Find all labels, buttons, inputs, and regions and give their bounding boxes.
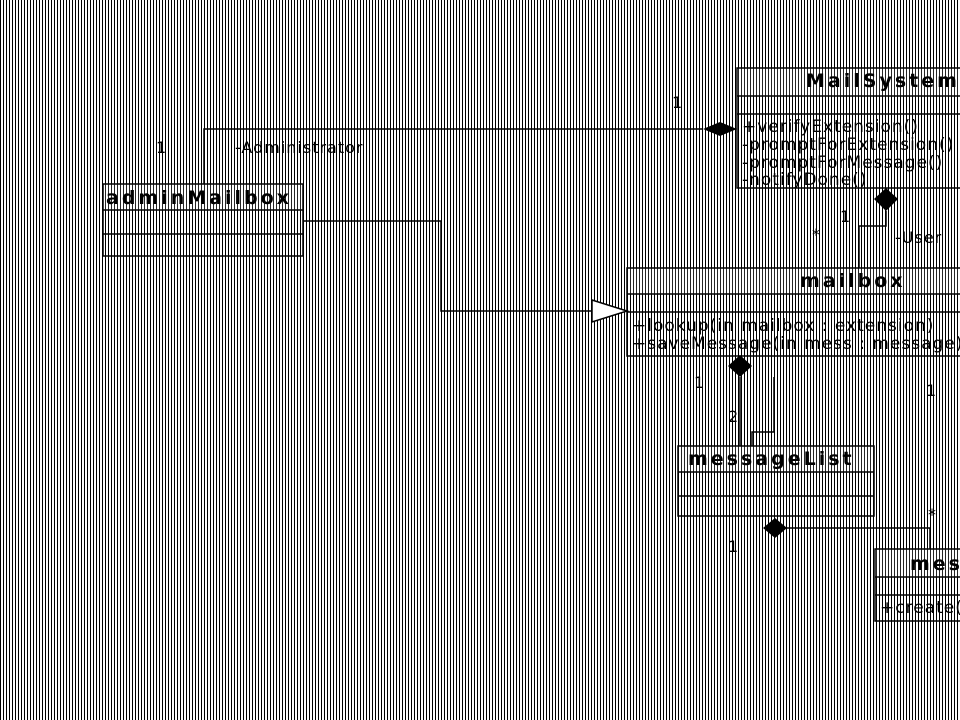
class-adminmailbox-box bbox=[102, 183, 304, 257]
association-line bbox=[203, 128, 703, 184]
multiplicity-messagelist-message: 1 bbox=[728, 537, 739, 556]
multiplicity-mailbox-message: 1 bbox=[926, 381, 937, 400]
multiplicity-mailbox-messagelist: 1 bbox=[694, 373, 705, 392]
composition-diamond-icon bbox=[703, 122, 737, 136]
multiplicity-message-star: * bbox=[928, 505, 937, 524]
class-mailbox-op-1: +lookup(in mailbox : extension) bbox=[632, 316, 934, 336]
association-line-2 bbox=[751, 377, 775, 446]
generalization-arrow-icon bbox=[591, 298, 630, 324]
association-mailsystem-adminmailbox[interactable] bbox=[203, 122, 737, 184]
class-messagelist-title: messageList bbox=[688, 448, 855, 470]
generalization-adminmailbox-mailbox[interactable] bbox=[303, 220, 630, 324]
class-mailsystem-op-4: -notifyDone() bbox=[742, 170, 867, 190]
class-mailbox-title: mailbox bbox=[800, 270, 906, 292]
class-message-op-1: +create() bbox=[880, 598, 960, 618]
multiplicity-mailsystem-admin: 1 bbox=[672, 93, 683, 112]
class-mailbox-op-2: +saveMessage(in mess : message) bbox=[632, 334, 960, 354]
multiplicity-mailsystem-mailbox: 1 bbox=[840, 207, 851, 226]
multiplicity-mailbox-star: * bbox=[812, 225, 821, 244]
composition-diamond-icon bbox=[728, 355, 752, 377]
class-adminmailbox[interactable]: adminMailbox bbox=[102, 183, 304, 257]
association-mailsystem-mailbox[interactable] bbox=[858, 188, 898, 268]
multiplicity-admin: 1 bbox=[156, 138, 167, 157]
class-messagelist-box bbox=[677, 445, 875, 517]
association-line bbox=[858, 211, 887, 268]
class-mailsystem[interactable]: MailSystem +verifyExtension() -promptFor… bbox=[736, 67, 960, 190]
role-label-administrator: -Administrator bbox=[235, 138, 364, 157]
multiplicity-messagelist-2: 2 bbox=[728, 407, 739, 426]
composition-diamond-icon bbox=[874, 188, 898, 211]
association-line bbox=[787, 527, 931, 549]
class-mailsystem-op-1: +verifyExtension() bbox=[742, 117, 919, 137]
role-label-user: -User bbox=[895, 228, 942, 247]
class-message-title: message bbox=[910, 553, 960, 575]
class-mailbox[interactable]: mailbox +lookup(in mailbox : extension) … bbox=[626, 267, 960, 357]
class-mailsystem-box bbox=[736, 67, 960, 189]
class-mailsystem-title: MailSystem bbox=[806, 70, 960, 92]
class-messagelist[interactable]: messageList bbox=[677, 445, 875, 517]
class-message[interactable]: message +create() bbox=[874, 548, 960, 622]
composition-diamond-icon bbox=[763, 518, 787, 538]
class-mailsystem-op-2: -promptForExtension() bbox=[742, 135, 954, 155]
association-messagelist-message[interactable] bbox=[763, 518, 931, 549]
generalization-line bbox=[303, 220, 592, 312]
association-mailbox-messagelist[interactable] bbox=[728, 355, 775, 446]
class-mailsystem-op-3: -promptForMessage() bbox=[742, 153, 943, 173]
class-adminmailbox-title: adminMailbox bbox=[106, 187, 292, 209]
